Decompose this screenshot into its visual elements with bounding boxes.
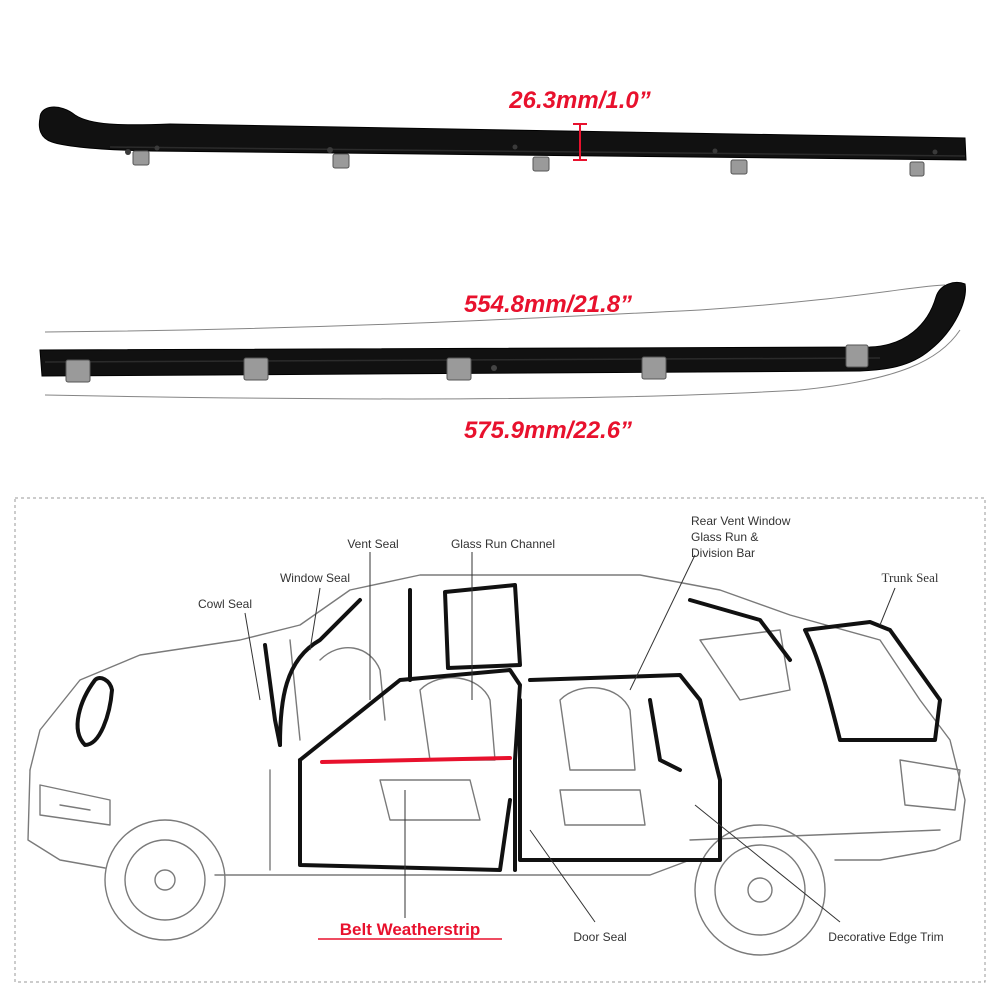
car-outline-diagram (27, 574, 966, 956)
weatherstrip-top-view (38, 106, 967, 177)
label-belt-weatherstrip: Belt Weatherstrip (340, 920, 480, 939)
belt-weatherstrip-highlight (320, 756, 512, 764)
label-window-seal: Window Seal (280, 571, 350, 585)
outer-length-label: 575.9mm/22.6” (464, 417, 632, 444)
label-door-seal: Door Seal (573, 930, 626, 944)
label-trunk-seal: Trunk Seal (882, 570, 939, 585)
inner-length-label: 554.8mm/21.8” (464, 291, 632, 318)
label-glass-run-channel: Glass Run Channel (451, 537, 555, 551)
label-rear-vent-window-line2: Glass Run & (691, 530, 758, 544)
label-rear-vent-window-line1: Rear Vent Window (691, 514, 791, 528)
label-decorative-edge-trim: Decorative Edge Trim (828, 930, 943, 944)
label-rear-vent-window-line3: Division Bar (691, 546, 755, 560)
weatherstrip-side-view (39, 282, 966, 400)
clip-icons-side (65, 344, 869, 383)
diagram-frame (14, 497, 986, 983)
label-vent-seal: Vent Seal (347, 537, 398, 551)
thickness-arrow (573, 123, 587, 161)
leader-lines (244, 552, 896, 923)
clip-icons-top (132, 150, 925, 177)
label-cowl-seal: Cowl Seal (198, 597, 252, 611)
thickness-label: 26.3mm/1.0” (508, 87, 650, 114)
